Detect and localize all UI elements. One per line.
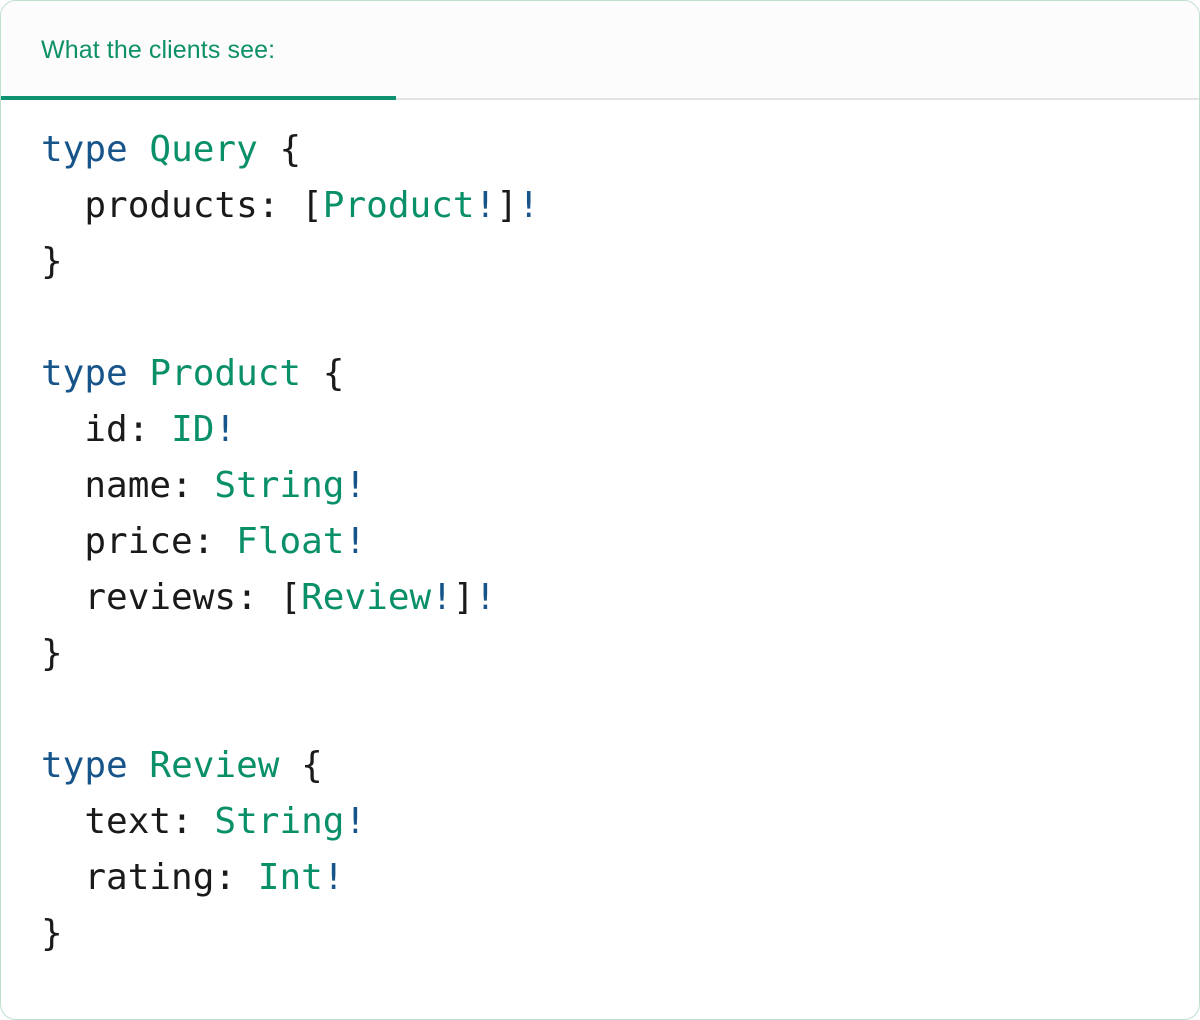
code-token-plain [41,521,84,562]
code-token-punct: : [214,857,258,898]
graphql-schema-code: type Query { products: [Product!]! } typ… [41,122,1199,962]
code-token-type: String [214,801,345,842]
code-line: products: [Product!]! [41,178,1199,234]
code-token-type: Int [257,857,323,898]
code-token-punct: } [41,913,63,954]
code-token-type: Review [301,577,432,618]
code-line: } [41,626,1199,682]
code-line [41,682,1199,738]
code-token-bang: ! [474,577,497,618]
code-token-field: price [84,521,193,562]
code-token-type: ID [171,409,215,450]
code-token-type: Float [236,521,345,562]
code-token-field: reviews [84,577,237,618]
code-line [41,290,1199,346]
code-token-punct: : [171,801,215,842]
code-token-plain [41,409,84,450]
code-token-punct: { [257,129,302,170]
code-token-keyword: type [41,129,128,170]
code-token-punct: [ [279,577,302,618]
code-token-punct: : [236,577,280,618]
code-line: reviews: [Review!]! [41,570,1199,626]
code-line: price: Float! [41,514,1199,570]
code-token-plain [41,185,84,226]
code-token-field: products [84,185,258,226]
code-token-plain [41,465,84,506]
code-token-bang: ! [344,801,367,842]
code-line: type Query { [41,122,1199,178]
code-token-plain [41,801,84,842]
code-token-keyword: type [41,745,128,786]
code-line: rating: Int! [41,850,1199,906]
code-token-punct: : [192,521,237,562]
code-token-field: name [84,465,172,506]
code-token-field: rating [84,857,215,898]
code-token-bang: ! [344,521,367,562]
code-token-type: Review [149,745,280,786]
code-line: } [41,234,1199,290]
code-token-type: Query [149,129,258,170]
code-token-bang: ! [431,577,453,618]
code-token-type: String [214,465,345,506]
code-token-plain [128,745,150,786]
code-token-punct: ] [496,185,518,226]
code-token-punct: { [301,353,345,394]
code-token-type: Product [149,353,302,394]
code-token-plain [128,353,150,394]
code-line: name: String! [41,458,1199,514]
code-token-bang: ! [214,409,237,450]
header-divider [1,98,1199,100]
code-line: id: ID! [41,402,1199,458]
code-token-punct: : [127,409,172,450]
code-token-bang: ! [517,185,540,226]
page-title: What the clients see: [41,36,276,64]
code-token-type: Product [322,185,475,226]
code-token-field: text [84,801,172,842]
code-token-punct: { [279,745,323,786]
active-tab-indicator [1,96,396,100]
code-token-punct: : [257,185,302,226]
code-token-punct: ] [452,577,475,618]
code-token-plain [41,577,84,618]
code-token-bang: ! [474,185,497,226]
code-token-bang: ! [344,465,367,506]
code-token-keyword: type [41,353,128,394]
code-token-plain [41,857,84,898]
code-line: type Product { [41,346,1199,402]
code-token-bang: ! [322,857,345,898]
code-line: type Review { [41,738,1199,794]
card-header: What the clients see: [1,1,1199,100]
code-body: type Query { products: [Product!]! } typ… [1,100,1199,962]
code-token-punct: [ [301,185,323,226]
code-token-punct: } [41,633,63,674]
code-line: text: String! [41,794,1199,850]
code-token-punct: : [171,465,215,506]
code-token-punct: } [41,241,63,282]
code-token-field: id [84,409,128,450]
code-line: } [41,906,1199,962]
code-token-plain [128,129,150,170]
